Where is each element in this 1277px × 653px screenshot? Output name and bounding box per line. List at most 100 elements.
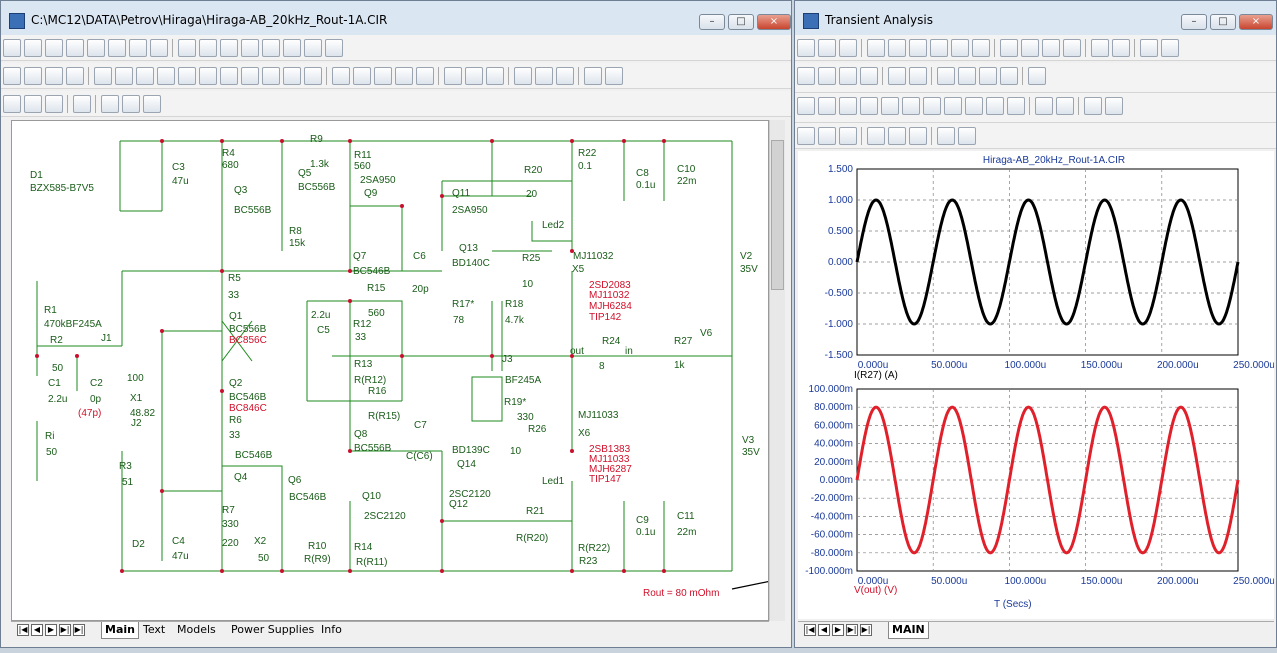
- tb2-3[interactable]: [45, 67, 63, 85]
- tb2-20[interactable]: [486, 67, 504, 85]
- ta-tab-next-button[interactable]: ▶: [832, 624, 844, 636]
- ta-t8[interactable]: [1091, 39, 1109, 57]
- ta2-2[interactable]: [818, 67, 836, 85]
- stop-icon[interactable]: [1042, 39, 1060, 57]
- tab-first-button[interactable]: |◀: [17, 624, 29, 636]
- tab-main-plot[interactable]: MAIN: [888, 622, 929, 639]
- ta2-4[interactable]: [860, 67, 878, 85]
- tab-last-button[interactable]: ▶|: [59, 624, 71, 636]
- ta-tab-prev-button[interactable]: ◀: [818, 624, 830, 636]
- ta3-9[interactable]: [965, 97, 983, 115]
- ta-zoom-fit-icon[interactable]: [839, 127, 857, 145]
- tb2-6[interactable]: [115, 67, 133, 85]
- ta3-6[interactable]: [902, 97, 920, 115]
- tb2-13[interactable]: [304, 67, 322, 85]
- bus-tool[interactable]: [129, 39, 147, 57]
- ta-tab-last-button[interactable]: ▶|: [846, 624, 858, 636]
- ta3-13[interactable]: [1056, 97, 1074, 115]
- zoom-in-icon[interactable]: [3, 95, 21, 113]
- flag-tool[interactable]: [108, 39, 126, 57]
- tab-power-supplies[interactable]: Power Supplies: [231, 623, 315, 636]
- ta-zoom-out-icon[interactable]: [818, 127, 836, 145]
- help2-icon[interactable]: [220, 39, 238, 57]
- ta2-6[interactable]: [909, 67, 927, 85]
- ta2-8[interactable]: [958, 67, 976, 85]
- tb2-4[interactable]: [66, 67, 84, 85]
- ta2-10[interactable]: [1000, 67, 1018, 85]
- ta4-1[interactable]: [867, 127, 885, 145]
- warning-icon[interactable]: [199, 67, 217, 85]
- font-icon[interactable]: [122, 95, 140, 113]
- tb3-2[interactable]: [101, 95, 119, 113]
- tb2-23[interactable]: [556, 67, 574, 85]
- ta-pan-tool[interactable]: [818, 39, 836, 57]
- tb2-19[interactable]: [465, 67, 483, 85]
- ta-tab-first-button[interactable]: |◀: [804, 624, 816, 636]
- tb2-11[interactable]: [262, 67, 280, 85]
- tb2-9[interactable]: [178, 67, 196, 85]
- tab-info[interactable]: Info: [321, 623, 342, 636]
- ta-zoom-in-icon[interactable]: [797, 127, 815, 145]
- transient-maximize-button[interactable]: □: [1210, 14, 1236, 30]
- ta4-3[interactable]: [937, 127, 955, 145]
- minimize-button[interactable]: –: [699, 14, 725, 30]
- ta-t4[interactable]: [909, 39, 927, 57]
- ta4-4[interactable]: [958, 127, 976, 145]
- edit-tool[interactable]: [325, 39, 343, 57]
- ta3-12[interactable]: [1035, 97, 1053, 115]
- ta-font-icon[interactable]: [888, 127, 906, 145]
- tb2-10[interactable]: [241, 67, 259, 85]
- ta3-1[interactable]: [797, 97, 815, 115]
- tb2-17[interactable]: [395, 67, 413, 85]
- tab-end-button[interactable]: ▶|: [73, 624, 85, 636]
- tb2-8[interactable]: [157, 67, 175, 85]
- tb2-14[interactable]: [332, 67, 350, 85]
- ta3-8[interactable]: [944, 97, 962, 115]
- help-icon[interactable]: [199, 39, 217, 57]
- ta-t7[interactable]: [1000, 39, 1018, 57]
- table-tool[interactable]: [304, 39, 322, 57]
- ta-t5[interactable]: [930, 39, 948, 57]
- ta3-4[interactable]: [860, 97, 878, 115]
- ta-tab-end-button[interactable]: ▶|: [860, 624, 872, 636]
- tab-main[interactable]: Main: [101, 622, 139, 639]
- close-button[interactable]: ×: [757, 14, 791, 30]
- ta-text-tool[interactable]: [972, 39, 990, 57]
- tb2-5[interactable]: [94, 67, 112, 85]
- ta-t10[interactable]: [1140, 39, 1158, 57]
- ta3-14[interactable]: [1084, 97, 1102, 115]
- tb2-1[interactable]: [3, 67, 21, 85]
- list-tool[interactable]: [283, 39, 301, 57]
- tb2-2[interactable]: [24, 67, 42, 85]
- tb3-3[interactable]: [143, 95, 161, 113]
- scroll-thumb[interactable]: [771, 140, 784, 290]
- ta-t1[interactable]: [839, 39, 857, 57]
- grid-tool[interactable]: [178, 39, 196, 57]
- run-icon[interactable]: [1021, 39, 1039, 57]
- tb2-25[interactable]: [605, 67, 623, 85]
- ta3-11[interactable]: [1007, 97, 1025, 115]
- pan-tool[interactable]: [24, 39, 42, 57]
- pause-icon[interactable]: [1063, 39, 1081, 57]
- tab-text[interactable]: Text: [143, 623, 166, 636]
- grid-icon[interactable]: [220, 67, 238, 85]
- info-tool[interactable]: [150, 39, 168, 57]
- tb2-21[interactable]: [514, 67, 532, 85]
- ta-select-tool[interactable]: [797, 39, 815, 57]
- ta2-5[interactable]: [888, 67, 906, 85]
- ta2-7[interactable]: [937, 67, 955, 85]
- ta-t3[interactable]: [888, 39, 906, 57]
- wire-tool[interactable]: [45, 39, 63, 57]
- tab-prev-button[interactable]: ◀: [31, 624, 43, 636]
- transient-close-button[interactable]: ×: [1239, 14, 1273, 30]
- maximize-button[interactable]: □: [728, 14, 754, 30]
- ta3-5[interactable]: [881, 97, 899, 115]
- tb2-12[interactable]: [283, 67, 301, 85]
- ta3-2[interactable]: [818, 97, 836, 115]
- select-tool[interactable]: [3, 39, 21, 57]
- tb3-1[interactable]: [73, 95, 91, 113]
- ta-t11[interactable]: [1161, 39, 1179, 57]
- ta4-2[interactable]: [909, 127, 927, 145]
- ta3-3[interactable]: [839, 97, 857, 115]
